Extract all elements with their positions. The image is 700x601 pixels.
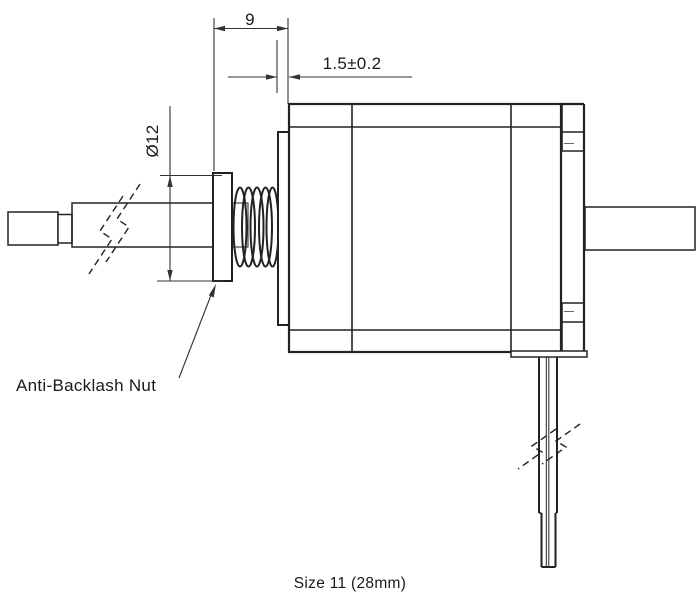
compression-spring (232, 186, 280, 268)
lead-screw-right (584, 206, 696, 251)
screw-tip-thread (7, 211, 59, 246)
front-pilot-boss (277, 131, 290, 326)
dimension-diameter: Ø12 (143, 106, 222, 282)
dim-label-9: 9 (245, 10, 255, 29)
screw-neck (57, 213, 73, 244)
motor-body (277, 102, 563, 354)
anti-backlash-nut-label: Anti-Backlash Nut (16, 376, 156, 395)
dim-label-pilot: 1.5±0.2 (323, 54, 382, 73)
rear-shaft (538, 357, 558, 568)
nut-flange (212, 172, 233, 282)
dim-label-diameter: Ø12 (143, 124, 162, 157)
mounting-plate (510, 350, 588, 358)
break-symbol-screw (88, 183, 141, 275)
motor-rear-cap (561, 102, 586, 354)
acme-thread (71, 202, 214, 248)
dimension-pilot-depth: 1.5±0.2 (228, 40, 412, 93)
nut-leader-line (178, 284, 216, 379)
dimension-nut-to-face: 9 (213, 10, 289, 171)
anti-backlash-nut (212, 172, 280, 282)
motor-housing (287, 102, 563, 354)
break-symbol-shaft (517, 423, 581, 470)
size-caption: Size 11 (28mm) (294, 575, 406, 592)
